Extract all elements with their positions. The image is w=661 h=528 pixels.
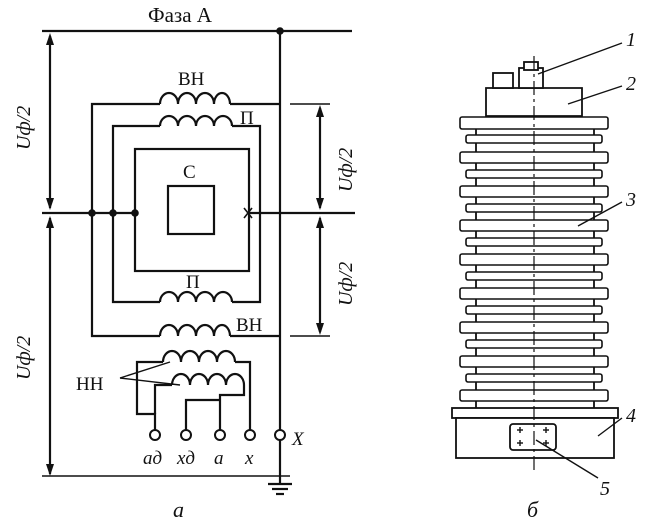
hv-coil-top bbox=[158, 91, 232, 105]
sublabel-a: а bbox=[173, 497, 184, 522]
callout-3-leader bbox=[577, 201, 623, 227]
lv-coil-lower bbox=[170, 372, 246, 386]
terminal-ad bbox=[149, 429, 161, 441]
terminal-x bbox=[244, 429, 256, 441]
hv-coil-bottom bbox=[158, 323, 232, 337]
terminal-X-label: X bbox=[291, 429, 305, 450]
nameplate bbox=[509, 423, 557, 451]
core-window bbox=[166, 184, 216, 236]
winding-p-top-label: П bbox=[240, 108, 254, 129]
phase-label: Фаза А bbox=[148, 3, 213, 27]
callout-1-leader bbox=[537, 42, 623, 75]
terminal-x-label: x bbox=[244, 448, 254, 469]
callout-1: 1 bbox=[626, 29, 636, 51]
terminal-a bbox=[214, 429, 226, 441]
callout-4: 4 bbox=[626, 405, 636, 427]
terminal-a-label: a bbox=[214, 448, 224, 469]
voltage-label-left-lower: Uф/2 bbox=[13, 336, 35, 380]
winding-lv-label: НН bbox=[76, 374, 104, 395]
base-flange bbox=[451, 407, 619, 419]
terminal-xd bbox=[180, 429, 192, 441]
hv-loop bbox=[90, 102, 280, 338]
callout-5-leader bbox=[535, 439, 599, 479]
callout-2: 2 bbox=[626, 73, 636, 95]
voltage-label-right-lower: Uф/2 bbox=[335, 262, 357, 306]
terminal-X bbox=[274, 429, 286, 441]
winding-p-bottom-label: П bbox=[186, 272, 200, 293]
callout-3: 3 bbox=[625, 189, 636, 211]
voltage-label-right-upper: Uф/2 bbox=[335, 148, 357, 192]
winding-hv-top-label: ВН bbox=[178, 69, 205, 90]
lv-coil-upper bbox=[161, 349, 237, 363]
p-coil-bottom bbox=[158, 290, 234, 303]
sublabel-b: б bbox=[527, 497, 539, 522]
p-coil-top bbox=[158, 114, 234, 127]
callout-4-leader bbox=[597, 417, 623, 437]
voltage-label-left-upper: Uф/2 bbox=[13, 106, 35, 150]
winding-hv-bottom-label: ВН bbox=[236, 315, 263, 336]
top-terminal bbox=[492, 72, 514, 89]
terminal-xd-label: xд bbox=[176, 448, 195, 469]
terminal-ad-label: aд bbox=[143, 448, 162, 469]
callout-5: 5 bbox=[600, 478, 610, 500]
core-label: С bbox=[183, 162, 196, 183]
callout-2-leader bbox=[567, 85, 623, 105]
